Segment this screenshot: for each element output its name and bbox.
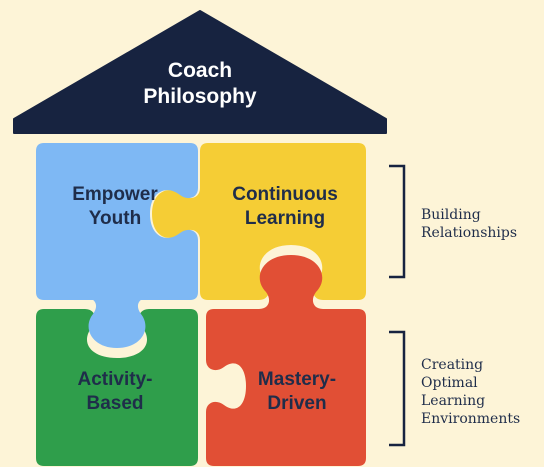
- roof-shape: [13, 10, 387, 134]
- label-activity-based-line1: Activity-: [77, 369, 153, 390]
- side-label-bottom-line1: Creating: [421, 357, 484, 373]
- label-continuous-learning: Continuous Learning: [205, 183, 365, 231]
- roof-title-line1: Coach: [167, 59, 233, 82]
- bracket-top: [389, 164, 406, 279]
- label-mastery-driven: Mastery- Driven: [222, 368, 372, 416]
- roof-title: Coach Philosophy: [100, 58, 300, 110]
- puzzle-piece-empower-youth: [36, 143, 198, 300]
- side-label-bottom-line2: Optimal: [421, 375, 478, 391]
- label-activity-based: Activity- Based: [40, 368, 190, 416]
- side-label-creating-optimal-learning-environments: Creating Optimal Learning Environments: [421, 356, 520, 428]
- label-continuous-learning-line2: Learning: [244, 208, 326, 229]
- label-empower-youth-line2: Youth: [88, 208, 142, 229]
- side-label-top-line2: Relationships: [421, 225, 518, 241]
- label-empower-youth-line1: Empower: [72, 184, 158, 205]
- side-label-bottom-line3: Learning: [421, 393, 486, 409]
- puzzle-tab-empower-youth: [86, 298, 148, 348]
- label-mastery-driven-line2: Driven: [267, 393, 327, 414]
- bracket-bottom: [389, 330, 406, 447]
- side-label-top-line1: Building: [421, 207, 481, 223]
- side-label-bottom-line4: Environments: [421, 411, 521, 427]
- puzzle-piece-continuous-learning: [152, 143, 366, 300]
- side-label-building-relationships: Building Relationships: [421, 206, 517, 242]
- roof-title-line2: Philosophy: [143, 85, 257, 108]
- label-mastery-driven-line1: Mastery-: [257, 369, 337, 390]
- label-empower-youth: Empower Youth: [40, 183, 190, 231]
- puzzle-piece-activity-based: [36, 309, 198, 466]
- puzzle-piece-mastery-driven: [206, 255, 366, 466]
- label-continuous-learning-line1: Continuous: [232, 184, 338, 205]
- label-activity-based-line2: Based: [86, 393, 144, 414]
